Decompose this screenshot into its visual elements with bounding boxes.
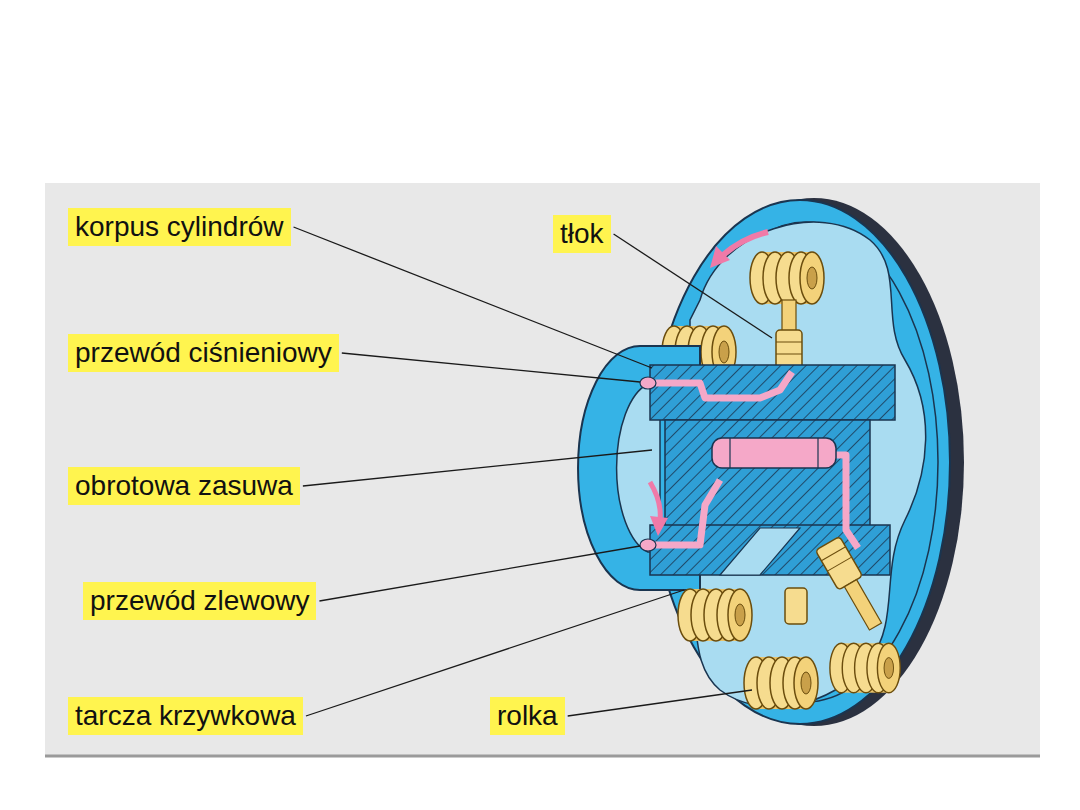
leader-line — [303, 450, 652, 486]
part-label: rolka — [490, 697, 565, 735]
part-label: korpus cylindrów — [68, 208, 291, 246]
part-label: przewód zlewowy — [83, 582, 316, 620]
leader-line — [342, 353, 640, 382]
part-label: obrotowa zasuwa — [68, 467, 300, 505]
part-label: przewód ciśnieniowy — [68, 334, 339, 372]
part-label: tłok — [553, 215, 611, 253]
part-label: tarcza krzywkowa — [68, 697, 303, 735]
leader-line — [568, 690, 752, 716]
leader-line — [319, 546, 640, 601]
leader-line — [614, 234, 772, 338]
